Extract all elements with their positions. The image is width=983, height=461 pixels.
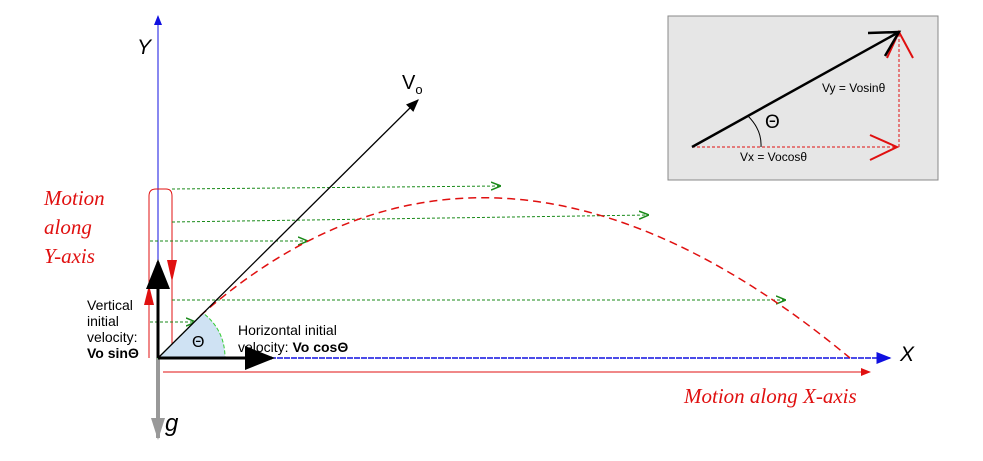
gravity-arrowhead	[151, 418, 165, 440]
guide-line	[171, 215, 648, 223]
y-axis-label: Y	[137, 36, 152, 59]
guide-line	[171, 186, 500, 189]
v0-label: Vo	[402, 72, 423, 97]
motion-y-up-arrowhead	[144, 285, 154, 305]
theta-label: Θ	[192, 334, 205, 351]
inset-theta-label: Θ	[765, 112, 780, 133]
inset-angle-arc	[747, 115, 762, 148]
inset-vx-label: Vx = Vocosθ	[740, 150, 808, 164]
gravity-label: g	[165, 410, 179, 437]
inset-v0-line	[691, 30, 900, 149]
motion-y-down-arrowhead	[167, 260, 177, 282]
motion-x-label: Motion along X-axis	[684, 384, 857, 408]
guide-lines	[150, 186, 785, 322]
x-axis-label: X	[900, 343, 915, 366]
motion-y-path	[148, 188, 173, 358]
trajectory	[199, 197, 851, 359]
motion-y-label: Motion along Y-axis	[44, 186, 105, 268]
inset-v0-arrowhead	[867, 30, 902, 57]
horizontal-velocity-label: Horizontal initial velocity: Vo cosΘ	[238, 322, 349, 355]
v0-vector	[157, 99, 419, 359]
inset-vy-label: Vy = Vosinθ	[822, 81, 886, 95]
inset-vx-arrowhead	[869, 134, 900, 161]
vertical-velocity-label: Vertical initial velocity: Vo sinΘ	[87, 297, 139, 361]
